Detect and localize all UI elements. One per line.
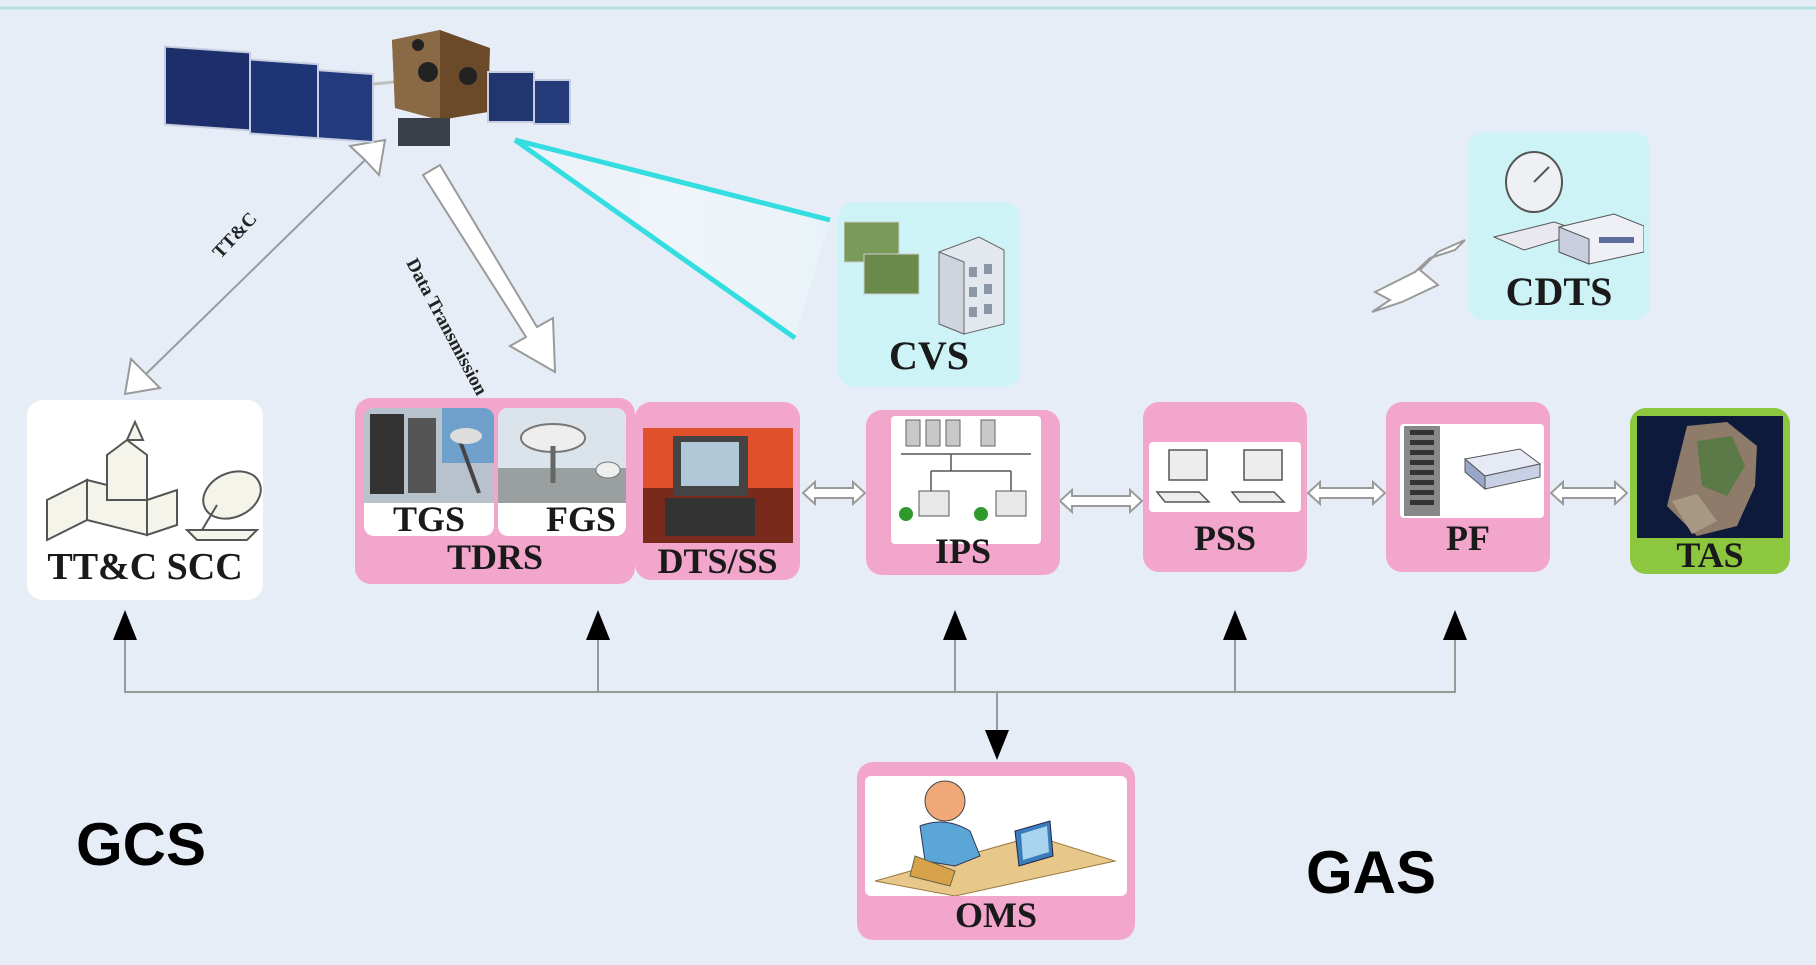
antenna-dish-icon bbox=[498, 408, 626, 503]
disk-array-icon bbox=[1404, 426, 1542, 516]
workstation-icon bbox=[643, 428, 793, 543]
tgs-label: TGS bbox=[392, 499, 466, 536]
ips-label: IPS bbox=[934, 531, 992, 571]
buildings-icon bbox=[844, 221, 1005, 335]
cdts-arrow bbox=[1371, 239, 1466, 313]
cvs-beam-upper bbox=[514, 137, 831, 223]
computer-icon bbox=[1155, 449, 1286, 503]
ips-box: IPS bbox=[866, 410, 1060, 575]
gcs-label: GCS bbox=[76, 811, 207, 878]
dish-terminal-icon bbox=[1492, 151, 1644, 265]
pss-box: PSS bbox=[1143, 402, 1307, 572]
ttc-scc-box: TT&C SCC bbox=[27, 400, 263, 600]
dtsss-ips-arrow bbox=[801, 479, 867, 507]
cdts-box: CDTS bbox=[1468, 132, 1650, 320]
operator-icon bbox=[874, 780, 1117, 896]
tgs-panel: TGS bbox=[364, 408, 494, 536]
control-arrowheads bbox=[113, 610, 1467, 760]
dtsss-box: DTS/SS bbox=[635, 402, 800, 581]
oms-box: OMS bbox=[857, 762, 1135, 940]
cvs-label: CVS bbox=[888, 333, 970, 378]
oms-label: OMS bbox=[954, 895, 1037, 935]
pss-panel bbox=[1149, 442, 1301, 512]
pss-label: PSS bbox=[1193, 518, 1257, 558]
ttc-scc-label: TT&C SCC bbox=[47, 546, 243, 588]
fgs-panel: FGS bbox=[498, 408, 626, 536]
control-bus bbox=[124, 640, 1456, 730]
ttc-double-arrow bbox=[123, 138, 387, 396]
building-dish-icon bbox=[46, 419, 262, 542]
ips-panel bbox=[891, 416, 1041, 544]
gas-label: GAS bbox=[1306, 839, 1437, 906]
pf-tas-arrow bbox=[1549, 479, 1629, 507]
dtsss-label: DTS/SS bbox=[657, 541, 778, 581]
tas-label: TAS bbox=[1676, 535, 1744, 575]
pf-panel bbox=[1400, 424, 1544, 518]
server-rack-icon bbox=[364, 408, 494, 503]
cvs-beam-fill bbox=[515, 140, 830, 338]
data-transmission-arrow bbox=[421, 163, 557, 374]
cdts-label: CDTS bbox=[1505, 269, 1613, 314]
pf-box: PF bbox=[1386, 402, 1550, 572]
satellite-icon bbox=[164, 30, 571, 146]
tdrs-box: TGS FGS TDRS bbox=[355, 398, 635, 584]
ips-pss-arrow bbox=[1058, 487, 1144, 515]
cvs-box: CVS bbox=[838, 202, 1020, 387]
computer-network-icon bbox=[899, 419, 1031, 521]
fgs-label: FGS bbox=[545, 499, 616, 536]
pss-pf-arrow bbox=[1306, 479, 1387, 507]
tdrs-label: TDRS bbox=[446, 537, 544, 577]
tas-box: TAS bbox=[1630, 408, 1790, 575]
oms-panel bbox=[865, 776, 1127, 896]
terrain-map-icon bbox=[1637, 416, 1783, 538]
pf-label: PF bbox=[1446, 518, 1490, 558]
cvs-beam-lower bbox=[513, 137, 797, 341]
